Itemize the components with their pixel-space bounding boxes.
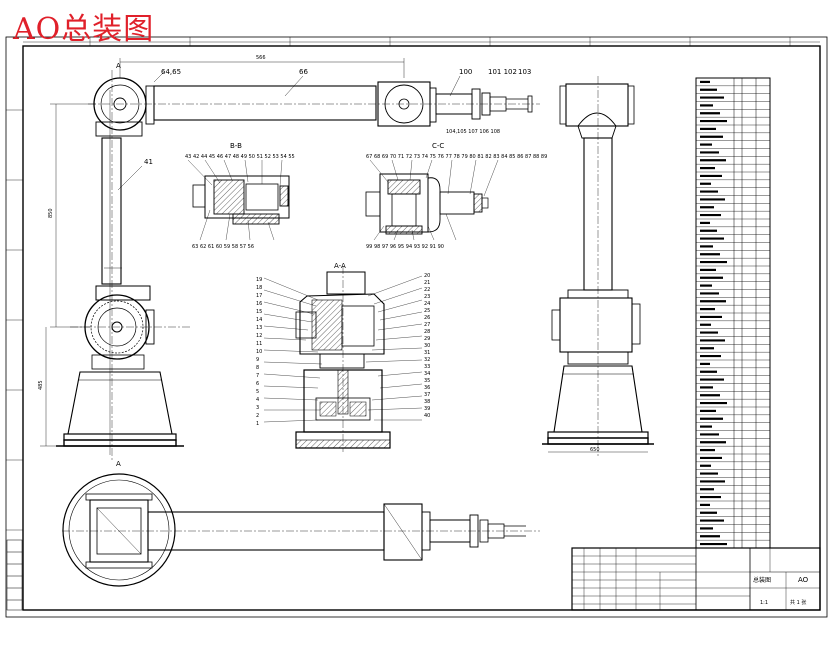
callout-21: 21 bbox=[424, 280, 430, 286]
callout-33: 33 bbox=[424, 364, 430, 370]
front-view-labels: 64,65 66 100 101 102 103 104,105 107 106… bbox=[38, 55, 531, 468]
callout-31: 31 bbox=[424, 350, 430, 356]
callout-15: 15 bbox=[256, 309, 262, 315]
callout-17: 17 bbox=[256, 293, 262, 299]
dim-column: 850 bbox=[48, 208, 54, 218]
callout-1: 1 bbox=[256, 421, 259, 427]
callout-36: 36 bbox=[424, 385, 430, 391]
callout-8: 8 bbox=[256, 365, 259, 371]
top-view bbox=[62, 473, 540, 587]
callout-35: 35 bbox=[424, 378, 430, 384]
callout-41: 41 bbox=[144, 158, 153, 166]
callout-11: 11 bbox=[256, 341, 262, 347]
callout-28: 28 bbox=[424, 329, 430, 335]
callout-19: 19 bbox=[256, 277, 262, 283]
callout-101-102: 101 102 bbox=[488, 68, 517, 76]
bom-table bbox=[695, 77, 771, 549]
callout-39: 39 bbox=[424, 406, 430, 412]
section-aa-labels: A-A 19 18 17 16 15 14 13 12 11 10 9 8 7 … bbox=[256, 262, 430, 427]
callout-26: 26 bbox=[424, 315, 430, 321]
section-aa-title: A-A bbox=[334, 262, 346, 270]
callout-23: 23 bbox=[424, 294, 430, 300]
callout-103: 103 bbox=[518, 68, 531, 76]
title-block-code: AO bbox=[798, 576, 809, 584]
callout-104-108: 104,105 107 106 108 bbox=[446, 129, 500, 135]
title-block-text: 总装图 AO 1:1 共 1 张 bbox=[753, 576, 809, 606]
zone-markers bbox=[6, 37, 791, 531]
drawing-frame bbox=[5, 36, 828, 618]
callout-30: 30 bbox=[424, 343, 430, 349]
section-cc bbox=[365, 159, 499, 241]
callout-32: 32 bbox=[424, 357, 430, 363]
dim-upper-arm: 566 bbox=[256, 55, 266, 61]
callout-34: 34 bbox=[424, 371, 430, 377]
callout-22: 22 bbox=[424, 287, 430, 293]
callout-3: 3 bbox=[256, 405, 259, 411]
callout-4: 4 bbox=[256, 397, 259, 403]
left-margin-strips bbox=[6, 539, 23, 611]
section-marker-top: A bbox=[116, 62, 121, 70]
callout-40: 40 bbox=[424, 413, 430, 419]
cc-bottom-callouts: 99 98 97 96 95 94 93 92 91 90 bbox=[366, 244, 444, 250]
callout-2: 2 bbox=[256, 413, 259, 419]
callout-64-65: 64,65 bbox=[161, 68, 181, 76]
callout-29: 29 bbox=[424, 336, 430, 342]
bb-bottom-callouts: 63 62 61 60 59 58 57 56 bbox=[192, 244, 254, 250]
callout-13: 13 bbox=[256, 325, 262, 331]
section-bb bbox=[187, 159, 290, 241]
section-marker-bottom: A bbox=[116, 460, 121, 468]
callout-6: 6 bbox=[256, 381, 259, 387]
callout-7: 7 bbox=[256, 373, 259, 379]
section-cc-title: C-C bbox=[432, 142, 444, 150]
bb-top-callouts: 43 42 44 45 46 47 48 49 50 51 52 53 54 5… bbox=[185, 154, 295, 160]
callout-24: 24 bbox=[424, 301, 430, 307]
callout-9: 9 bbox=[256, 357, 259, 363]
section-bb-labels: B-B 43 42 44 45 46 47 48 49 50 51 52 53 … bbox=[185, 142, 295, 250]
callout-18: 18 bbox=[256, 285, 262, 291]
title-block-scale: 1:1 bbox=[760, 600, 768, 606]
title-block-sheet: 共 1 张 bbox=[790, 599, 806, 606]
cc-top-callouts: 67 68 69 70 71 72 73 74 75 76 77 78 79 8… bbox=[366, 154, 547, 160]
callout-38: 38 bbox=[424, 399, 430, 405]
title-block bbox=[571, 547, 821, 611]
callout-16: 16 bbox=[256, 301, 262, 307]
side-view bbox=[542, 76, 654, 456]
section-aa bbox=[263, 266, 423, 452]
title-block-name: 总装图 bbox=[753, 576, 771, 584]
callout-12: 12 bbox=[256, 333, 262, 339]
drawing-title: AO总装图 bbox=[13, 12, 155, 47]
callout-14: 14 bbox=[256, 317, 262, 323]
section-bb-title: B-B bbox=[230, 142, 242, 150]
callout-66: 66 bbox=[299, 68, 308, 76]
callout-25: 25 bbox=[424, 308, 430, 314]
section-cc-labels: C-C 67 68 69 70 71 72 73 74 75 76 77 78 … bbox=[366, 142, 547, 250]
callout-20: 20 bbox=[424, 273, 430, 279]
dim-base-width: 650 bbox=[590, 447, 600, 453]
callout-37: 37 bbox=[424, 392, 430, 398]
callout-100: 100 bbox=[459, 68, 472, 76]
callout-5: 5 bbox=[256, 389, 259, 395]
callout-27: 27 bbox=[424, 322, 430, 328]
dim-base: 485 bbox=[38, 380, 44, 390]
front-view bbox=[40, 58, 540, 460]
callout-10: 10 bbox=[256, 349, 262, 355]
